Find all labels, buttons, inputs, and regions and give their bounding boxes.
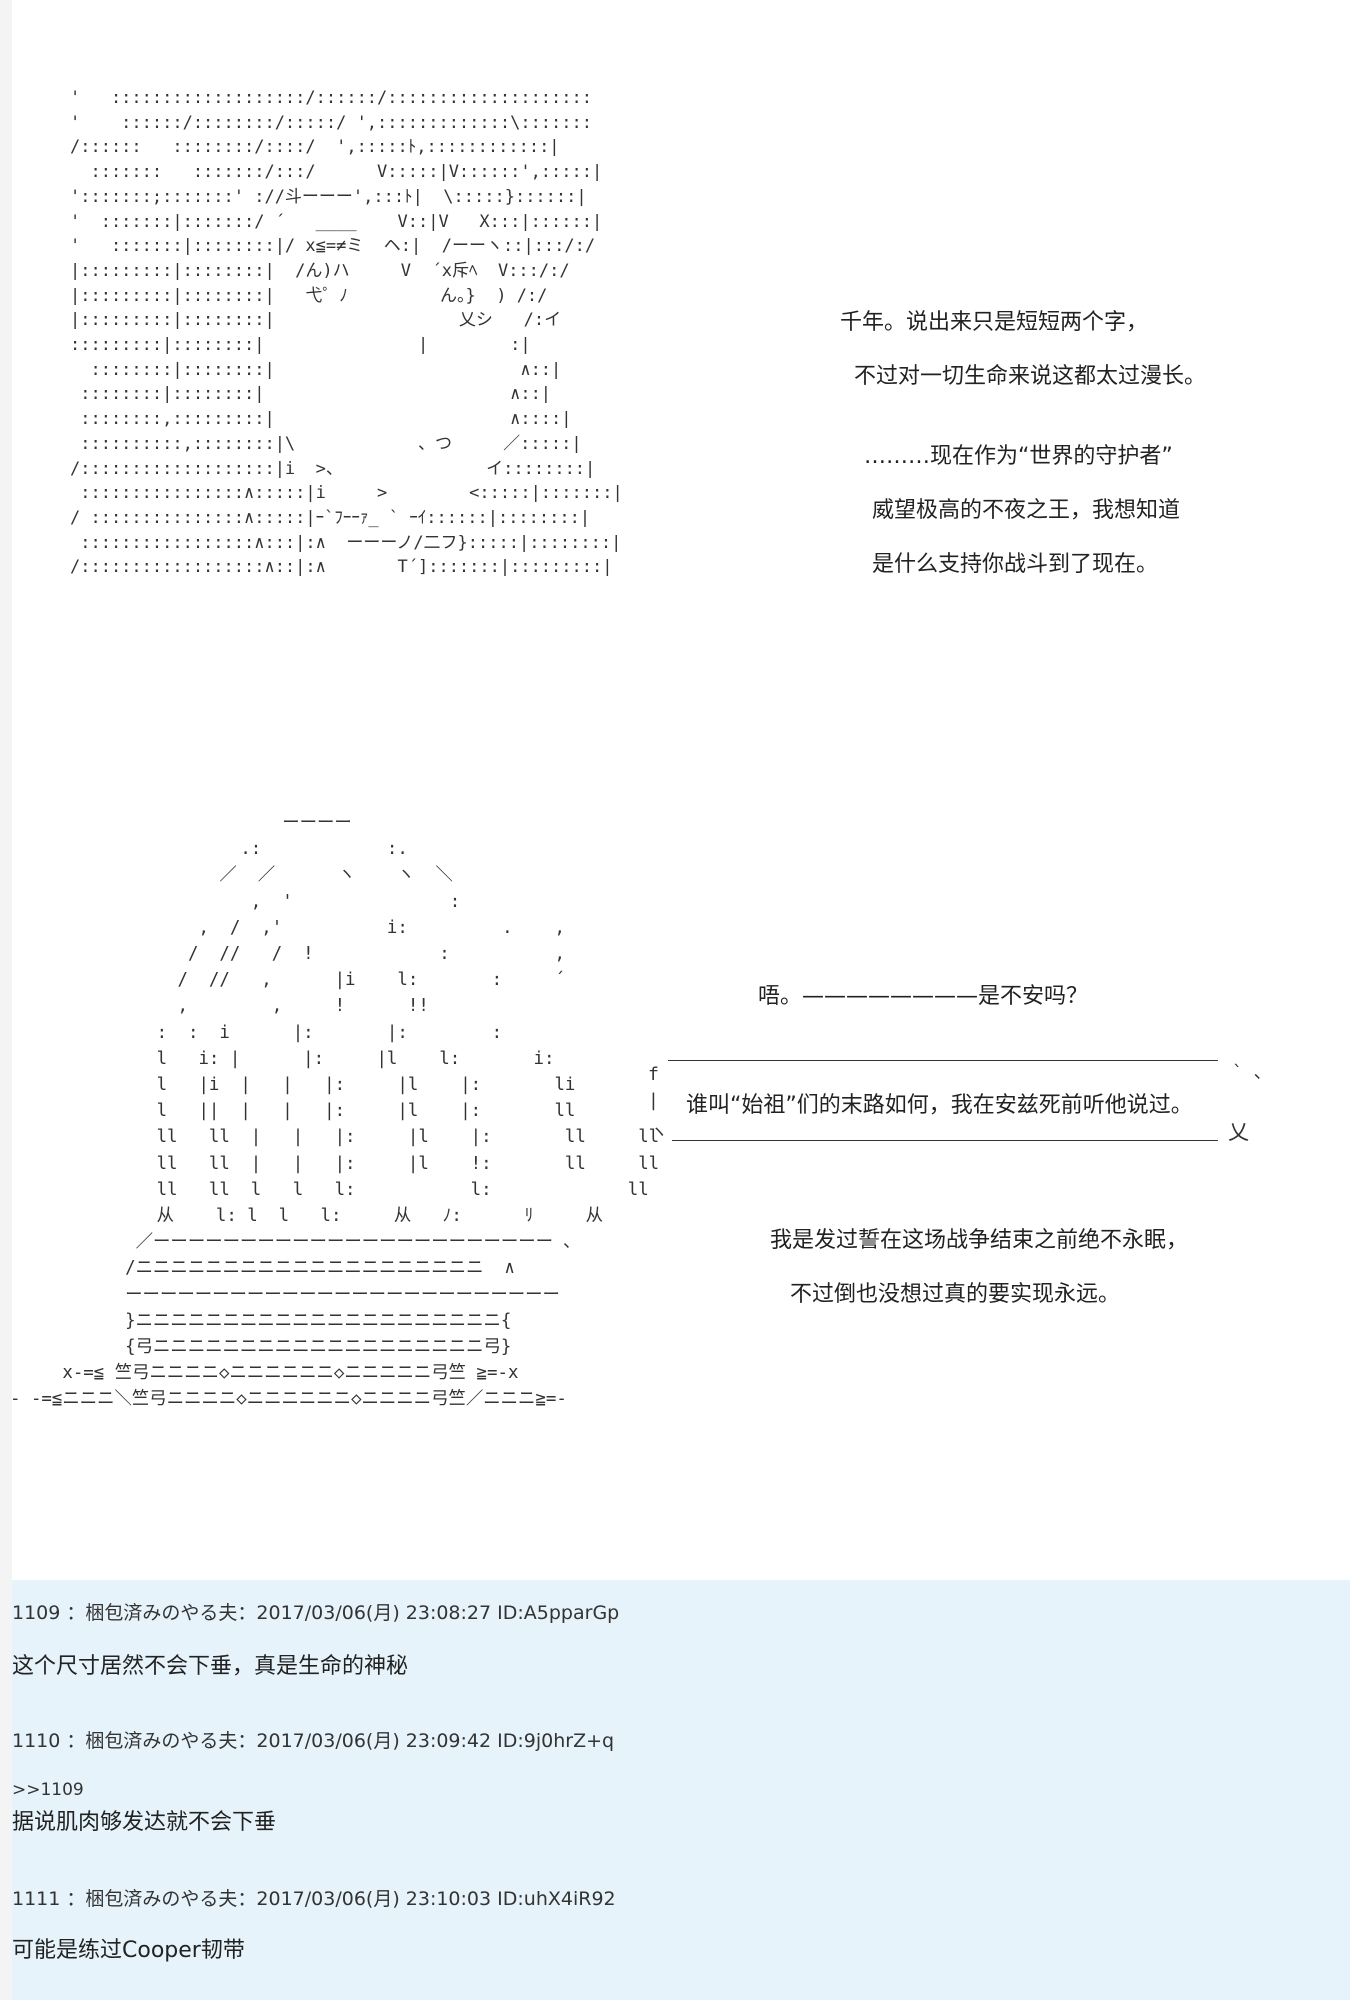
bubble-left-edge: |: [648, 1090, 659, 1111]
page-left-margin: [0, 0, 12, 2000]
bubble-right-edge: ` 、: [1232, 1062, 1272, 1083]
bubble-left-edge: f: [648, 1064, 659, 1085]
ascii-art-figure: ーーーー .: :. ／ ／ ヽ ヽ ＼ , ' : , / ,' i: . ,…: [10, 813, 660, 1410]
reply-thread: [12, 1580, 1350, 2000]
ascii-art-character: ' :::::::::::::::::::/::::::/:::::::::::…: [70, 88, 623, 578]
post-body: 据说肌肉够发达就不会下垂: [12, 1810, 277, 1835]
narration-line: 千年。说出来只是短短两个字，: [840, 310, 1149, 335]
narration-line: 不过倒也没想过真的要实现永远。: [790, 1282, 1121, 1307]
narration-line: 是什么支持你战斗到了现在。: [872, 552, 1159, 577]
quote-link[interactable]: >>1109: [12, 1780, 84, 1800]
post-header: 1111 ：梱包済みのやる夫：2017/03/06(月) 23:10:03 ID…: [12, 1888, 616, 1910]
post-body: 这个尺寸居然不会下垂，真是生命的神秘: [12, 1654, 409, 1679]
narration-line: 我是发过誓在这场战争结束之前绝不永眠，: [770, 1228, 1189, 1253]
narration-line: 不过对一切生命来说这都太过漫长。: [854, 364, 1207, 389]
bubble-left-edge: ヽ: [650, 1122, 668, 1143]
post-header: 1110 ：梱包済みのやる夫：2017/03/06(月) 23:09:42 ID…: [12, 1730, 615, 1752]
narration-line: ………现在作为“世界的守护者”: [864, 444, 1173, 469]
bubble-top-border: [668, 1060, 1218, 1061]
question-line: 唔。————————是不安吗？: [758, 984, 1089, 1009]
bubble-bottom-border: [672, 1140, 1218, 1141]
bubble-tail: 乂: [1228, 1120, 1249, 1144]
narration-line: 威望极高的不夜之王，我想知道: [872, 498, 1181, 523]
post-header: 1109 ：梱包済みのやる夫：2017/03/06(月) 23:08:27 ID…: [12, 1602, 620, 1624]
post-body: 可能是练过Cooper韧带: [12, 1938, 245, 1963]
bubble-text: 谁叫“始祖”们的末路如何，我在安兹死前听他说过。: [686, 1093, 1193, 1118]
